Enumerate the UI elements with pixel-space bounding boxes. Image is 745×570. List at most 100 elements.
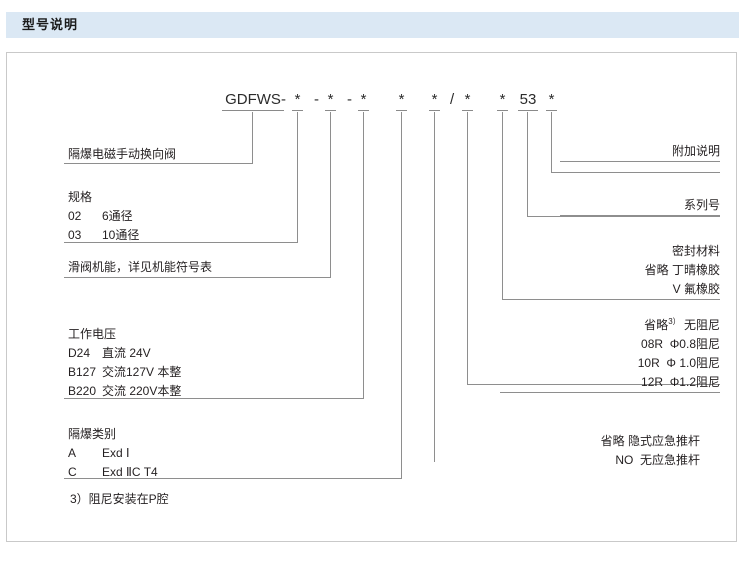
series-text: 系列号 — [560, 196, 720, 216]
section-header-bar — [6, 12, 739, 38]
exproof-code: A — [68, 446, 77, 460]
leader-elbow-series — [527, 216, 720, 217]
label-footnote: 3）阻尼安装在P腔 — [70, 490, 169, 509]
exproof-row: A Exd Ⅰ — [68, 444, 158, 463]
code-token-exproof: * — [396, 90, 407, 111]
seal-code: V — [672, 282, 681, 296]
seal-row: 省略 丁晴橡胶 — [520, 261, 720, 280]
seal-desc: 丁晴橡胶 — [671, 263, 720, 277]
code-token-spool: * — [325, 90, 336, 111]
label-product-name: 隔爆电磁手动换向阀 — [68, 145, 176, 164]
code-token-pushrod: * — [429, 90, 440, 111]
leader-line-exproof — [401, 112, 402, 479]
footnote-text: 3）阻尼安装在P腔 — [70, 492, 169, 506]
label-pushrod: 省略 隐式应急推杆 NO 无应急推杆 — [500, 432, 700, 470]
damping-code: 省略 — [644, 318, 669, 332]
code-token-seal: * — [497, 90, 508, 111]
spec-row: 02 6通径 — [68, 207, 139, 226]
leader-line-damping — [467, 112, 468, 385]
code-separator: - — [281, 91, 286, 108]
seal-title: 密封材料 — [671, 244, 720, 258]
spec-desc: 6通径 — [102, 209, 133, 223]
label-series: 系列号 — [560, 196, 720, 216]
code-token-additional: * — [546, 90, 557, 111]
damping-desc: Φ 1.0阻尼 — [666, 356, 720, 370]
spec-desc: 10通径 — [102, 228, 140, 242]
seal-row: V 氟橡胶 — [520, 280, 720, 300]
spool-function-text: 滑阀机能，详见机能符号表 — [68, 260, 213, 274]
leader-elbow-spool — [64, 277, 331, 278]
voltage-code: B127 — [68, 365, 97, 379]
code-token-series: 53 — [518, 90, 538, 111]
page-title: 型号说明 — [22, 17, 79, 32]
damping-code: 12R — [641, 375, 664, 389]
leader-elbow-exproof — [64, 478, 402, 479]
leader-line-pushrod — [434, 112, 435, 462]
voltage-row: B127 交流127V 本整 — [68, 363, 181, 382]
pushrod-code: 省略 — [600, 434, 625, 448]
damping-desc: Φ1.2阻尼 — [669, 375, 720, 389]
leader-line-spec — [297, 112, 298, 243]
exproof-title: 隔爆类别 — [68, 427, 117, 441]
label-damping: 省略3） 无阻尼 08R Φ0.8阻尼 10R Φ 1.0阻尼 12R Φ1.2… — [500, 312, 720, 393]
code-token-damping: * — [462, 90, 473, 111]
code-separator: - — [347, 91, 352, 108]
seal-desc: 氟橡胶 — [683, 282, 720, 296]
model-code-line: GDFWS - * - * - * * * / * * 53 * — [0, 90, 745, 114]
damping-code: 08R — [641, 337, 664, 351]
spec-code: 02 — [68, 209, 82, 223]
voltage-desc: 直流 24V — [102, 346, 151, 360]
damping-row: 08R Φ0.8阻尼 — [500, 335, 720, 354]
voltage-title: 工作电压 — [68, 327, 117, 341]
leader-elbow-damping — [467, 384, 720, 385]
code-token-voltage: * — [358, 90, 369, 111]
voltage-code: B220 — [68, 384, 97, 398]
leader-elbow-additional — [551, 172, 720, 173]
diagram-frame — [6, 52, 737, 542]
leader-elbow-product — [64, 163, 253, 164]
damping-desc: Φ0.8阻尼 — [669, 337, 720, 351]
seal-code: 省略 — [644, 263, 669, 277]
leader-line-additional — [551, 112, 552, 173]
voltage-desc: 交流127V 本整 — [102, 365, 182, 379]
damping-footnote-marker: 3） — [668, 317, 681, 326]
exproof-desc: Exd Ⅰ — [102, 446, 130, 460]
label-voltage: 工作电压 D24 直流 24V B127 交流127V 本整 B220 交流 220V… — [68, 325, 181, 401]
code-token-product: GDFWS — [222, 90, 284, 111]
label-spool-function: 滑阀机能，详见机能符号表 — [68, 258, 212, 277]
exproof-code: C — [68, 465, 77, 479]
leader-elbow-spec — [64, 242, 298, 243]
voltage-desc: 交流 220V本整 — [102, 384, 182, 398]
damping-row: 12R Φ1.2阻尼 — [500, 373, 720, 393]
pushrod-code: NO — [615, 453, 634, 467]
damping-row: 10R Φ 1.0阻尼 — [500, 354, 720, 373]
leader-line-product — [252, 112, 253, 164]
leader-line-spool — [330, 112, 331, 278]
leader-line-seal — [502, 112, 503, 300]
pushrod-row: NO 无应急推杆 — [500, 451, 700, 470]
code-separator-slash: / — [450, 91, 455, 108]
voltage-row: B220 交流 220V本整 — [68, 382, 181, 401]
voltage-code: D24 — [68, 346, 91, 360]
label-seal: 密封材料 省略 丁晴橡胶 V 氟橡胶 — [520, 242, 720, 300]
code-token-spec: * — [292, 90, 303, 111]
leader-elbow-voltage — [64, 398, 364, 399]
spec-title: 规格 — [68, 190, 93, 204]
spec-row: 03 10通径 — [68, 226, 139, 245]
leader-line-series — [527, 112, 528, 217]
label-spec: 规格 02 6通径 03 10通径 — [68, 188, 139, 245]
damping-desc: 无阻尼 — [683, 318, 720, 332]
damping-code: 10R — [637, 356, 660, 370]
spec-code: 03 — [68, 228, 82, 242]
pushrod-desc: 无应急推杆 — [639, 453, 700, 467]
damping-row: 省略3） 无阻尼 — [500, 312, 720, 335]
additional-text: 附加说明 — [560, 142, 720, 162]
label-additional: 附加说明 — [560, 142, 720, 162]
leader-line-voltage — [363, 112, 364, 399]
product-name-text: 隔爆电磁手动换向阀 — [68, 147, 177, 161]
voltage-row: D24 直流 24V — [68, 344, 181, 363]
pushrod-desc: 隐式应急推杆 — [627, 434, 700, 448]
pushrod-row: 省略 隐式应急推杆 — [500, 432, 700, 451]
